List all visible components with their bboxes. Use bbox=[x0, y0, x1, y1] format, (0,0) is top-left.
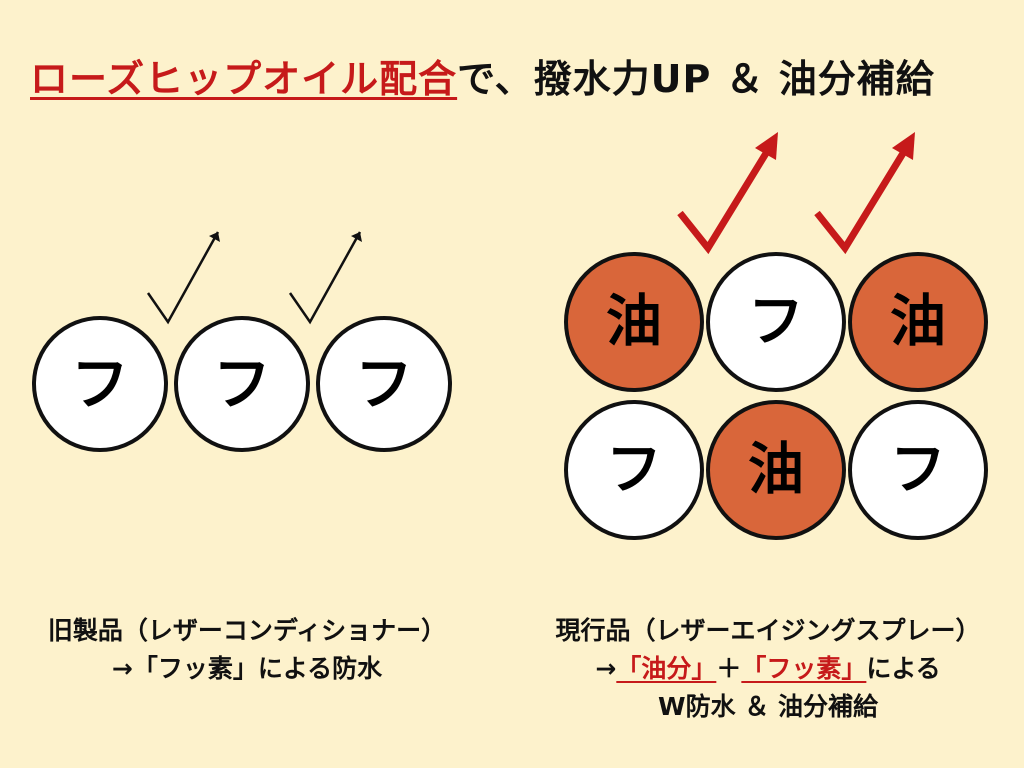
current-caption-plus: ＋ bbox=[716, 654, 742, 683]
title-rest: で、撥水力UP ＆ 油分補給 bbox=[457, 57, 935, 101]
current-caption-suffix: による bbox=[866, 654, 941, 683]
current-circle-top-2: フ bbox=[706, 252, 846, 392]
current-circle-top-3: 油 bbox=[848, 252, 988, 392]
current-circle-top-1: 油 bbox=[564, 252, 704, 392]
current-caption-line2: →「油分」＋「フッ素」による bbox=[518, 650, 1018, 688]
current-circle-bottom-2: 油 bbox=[706, 400, 846, 540]
current-circle-bottom-3-label: フ bbox=[890, 438, 946, 503]
page-title: ローズヒップオイル配合で、撥水力UP ＆ 油分補給 bbox=[30, 48, 935, 103]
current-check-arrow-2 bbox=[814, 132, 915, 255]
old-check-arrow-2 bbox=[288, 231, 362, 325]
title-highlight: ローズヒップオイル配合 bbox=[30, 57, 458, 101]
current-caption-fluorine: 「フッ素」 bbox=[741, 654, 867, 683]
current-circle-bottom-2-label: 油 bbox=[748, 438, 804, 503]
current-caption: 現行品（レザーエイジングスプレー） →「油分」＋「フッ素」による W防水 ＆ 油… bbox=[518, 612, 1018, 726]
current-circle-top-1-label: 油 bbox=[606, 290, 662, 355]
old-circle-2: フ bbox=[174, 316, 310, 452]
old-circle-1: フ bbox=[32, 316, 168, 452]
current-circle-top-2-label: フ bbox=[748, 290, 804, 355]
current-circle-top-3-label: 油 bbox=[890, 290, 946, 355]
old-caption-line1: 旧製品（レザーコンディショナー） bbox=[47, 616, 447, 645]
old-circle-2-label: フ bbox=[213, 350, 271, 418]
old-circle-3-label: フ bbox=[355, 350, 413, 418]
current-caption-arrow: → bbox=[595, 654, 617, 683]
old-circle-1-label: フ bbox=[71, 350, 129, 418]
current-caption-oil: 「油分」 bbox=[616, 654, 717, 683]
old-caption: 旧製品（レザーコンディショナー） →「フッ素」による防水 bbox=[12, 612, 482, 688]
current-circle-bottom-3: フ bbox=[848, 400, 988, 540]
current-caption-line3: W防水 ＆ 油分補給 bbox=[658, 692, 878, 721]
current-circle-bottom-1: フ bbox=[564, 400, 704, 540]
current-caption-line1: 現行品（レザーエイジングスプレー） bbox=[555, 616, 981, 645]
old-check-arrow-1 bbox=[146, 231, 220, 325]
old-caption-line2: →「フッ素」による防水 bbox=[111, 654, 383, 683]
current-check-arrow-1 bbox=[677, 132, 778, 255]
current-circle-bottom-1-label: フ bbox=[606, 438, 662, 503]
old-circle-3: フ bbox=[316, 316, 452, 452]
